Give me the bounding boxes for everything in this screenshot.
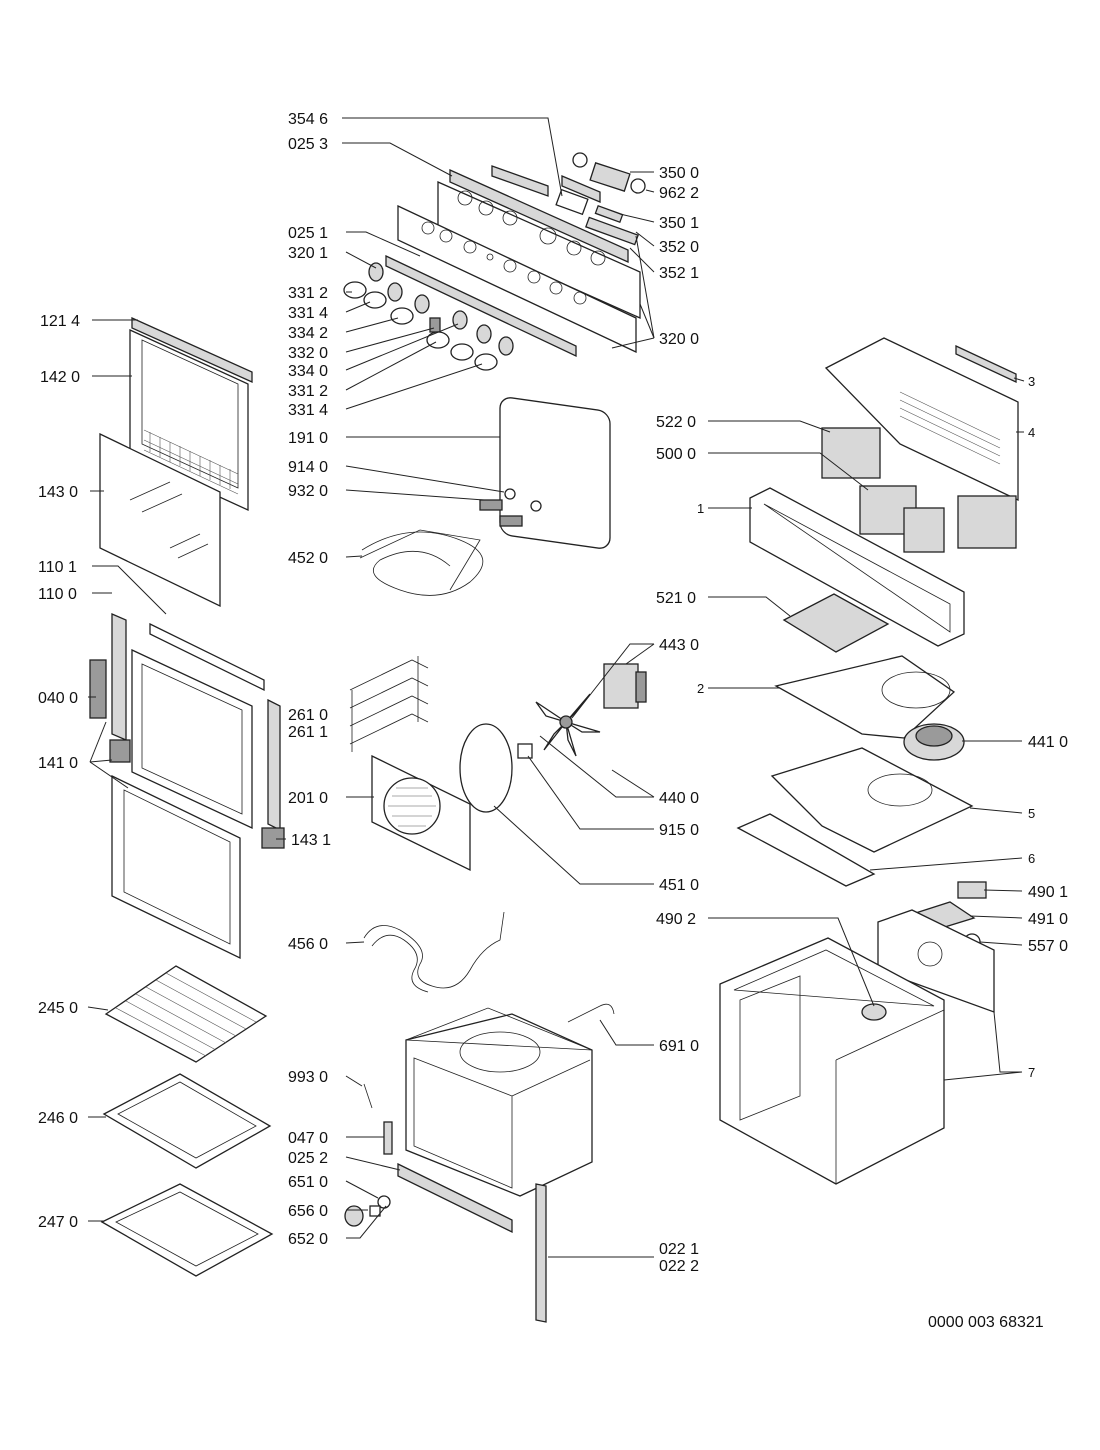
label-143-0: 143 0 <box>38 484 78 501</box>
label-331-4-b: 331 4 <box>288 402 328 419</box>
label-191-0: 191 0 <box>288 430 328 447</box>
label-352-1: 352 1 <box>659 265 699 282</box>
label-246-0: 246 0 <box>38 1110 78 1127</box>
label-915-0: 915 0 <box>659 822 699 839</box>
label-332-0: 332 0 <box>288 345 328 362</box>
label-651-0: 651 0 <box>288 1174 328 1191</box>
label-354-6: 354 6 <box>288 111 328 128</box>
label-022-1: 022 1 <box>659 1241 699 1258</box>
label-5: 5 <box>1028 806 1035 821</box>
label-350-1: 350 1 <box>659 215 699 232</box>
electronics-group <box>749 337 1019 653</box>
gasket-heater-group <box>359 397 611 596</box>
label-2: 2 <box>697 681 704 696</box>
label-6: 6 <box>1028 851 1035 866</box>
label-521-0: 521 0 <box>656 590 696 607</box>
label-025-2: 025 2 <box>288 1150 328 1167</box>
label-121-4: 121 4 <box>40 313 80 330</box>
label-451-0: 451 0 <box>659 877 699 894</box>
leader-lines <box>87 117 1025 1258</box>
label-247-0: 247 0 <box>38 1214 78 1231</box>
label-441-0: 441 0 <box>1028 734 1068 751</box>
label-3: 3 <box>1028 374 1035 389</box>
label-656-0: 656 0 <box>288 1203 328 1220</box>
label-261-0: 261 0 <box>288 707 328 724</box>
label-040-0: 040 0 <box>38 690 78 707</box>
oven-cavity-group <box>344 1003 615 1323</box>
label-047-0: 047 0 <box>288 1130 328 1147</box>
document-number: 0000 003 68321 <box>928 1314 1044 1331</box>
label-914-0: 914 0 <box>288 459 328 476</box>
label-331-4-a: 331 4 <box>288 305 328 322</box>
label-443-0: 443 0 <box>659 637 699 654</box>
label-500-0: 500 0 <box>656 446 696 463</box>
label-490-2: 490 2 <box>656 911 696 928</box>
label-320-0: 320 0 <box>659 331 699 348</box>
label-331-2-b: 331 2 <box>288 383 328 400</box>
label-962-2: 962 2 <box>659 185 699 202</box>
label-652-0: 652 0 <box>288 1231 328 1248</box>
label-691-0: 691 0 <box>659 1038 699 1055</box>
part-labels: 354 6 025 3 350 0 962 2 350 1 025 1 352 … <box>38 111 1068 1331</box>
label-352-0: 352 0 <box>659 239 699 256</box>
label-245-0: 245 0 <box>38 1000 78 1017</box>
control-panel-group <box>343 152 646 371</box>
label-557-0: 557 0 <box>1028 938 1068 955</box>
label-334-2: 334 2 <box>288 325 328 342</box>
label-452-0: 452 0 <box>288 550 328 567</box>
label-7: 7 <box>1028 1065 1035 1080</box>
label-025-3: 025 3 <box>288 136 328 153</box>
label-993-0: 993 0 <box>288 1069 328 1086</box>
label-201-0: 201 0 <box>288 790 328 807</box>
bottom-plates-group <box>736 655 974 887</box>
label-334-0: 334 0 <box>288 363 328 380</box>
label-331-2-a: 331 2 <box>288 285 328 302</box>
label-440-0: 440 0 <box>659 790 699 807</box>
label-1: 1 <box>697 501 704 516</box>
racks-and-trays-group <box>100 965 274 1277</box>
label-143-1: 143 1 <box>291 832 331 849</box>
label-350-0: 350 0 <box>659 165 699 182</box>
label-025-1: 025 1 <box>288 225 328 242</box>
label-320-1: 320 1 <box>288 245 328 262</box>
label-522-0: 522 0 <box>656 414 696 431</box>
label-490-1: 490 1 <box>1028 884 1068 901</box>
label-261-1: 261 1 <box>288 724 328 741</box>
label-110-1: 110 1 <box>38 559 77 576</box>
label-142-0: 142 0 <box>40 369 80 386</box>
label-022-2: 022 2 <box>659 1258 699 1275</box>
label-491-0: 491 0 <box>1028 911 1068 928</box>
oven-door-group <box>89 316 285 960</box>
fan-group <box>349 656 647 993</box>
outer-casing-group <box>719 881 995 1185</box>
label-932-0: 932 0 <box>288 483 328 500</box>
label-141-0: 141 0 <box>38 755 78 772</box>
label-4: 4 <box>1028 425 1035 440</box>
label-110-0: 110 0 <box>38 586 77 603</box>
label-456-0: 456 0 <box>288 936 328 953</box>
